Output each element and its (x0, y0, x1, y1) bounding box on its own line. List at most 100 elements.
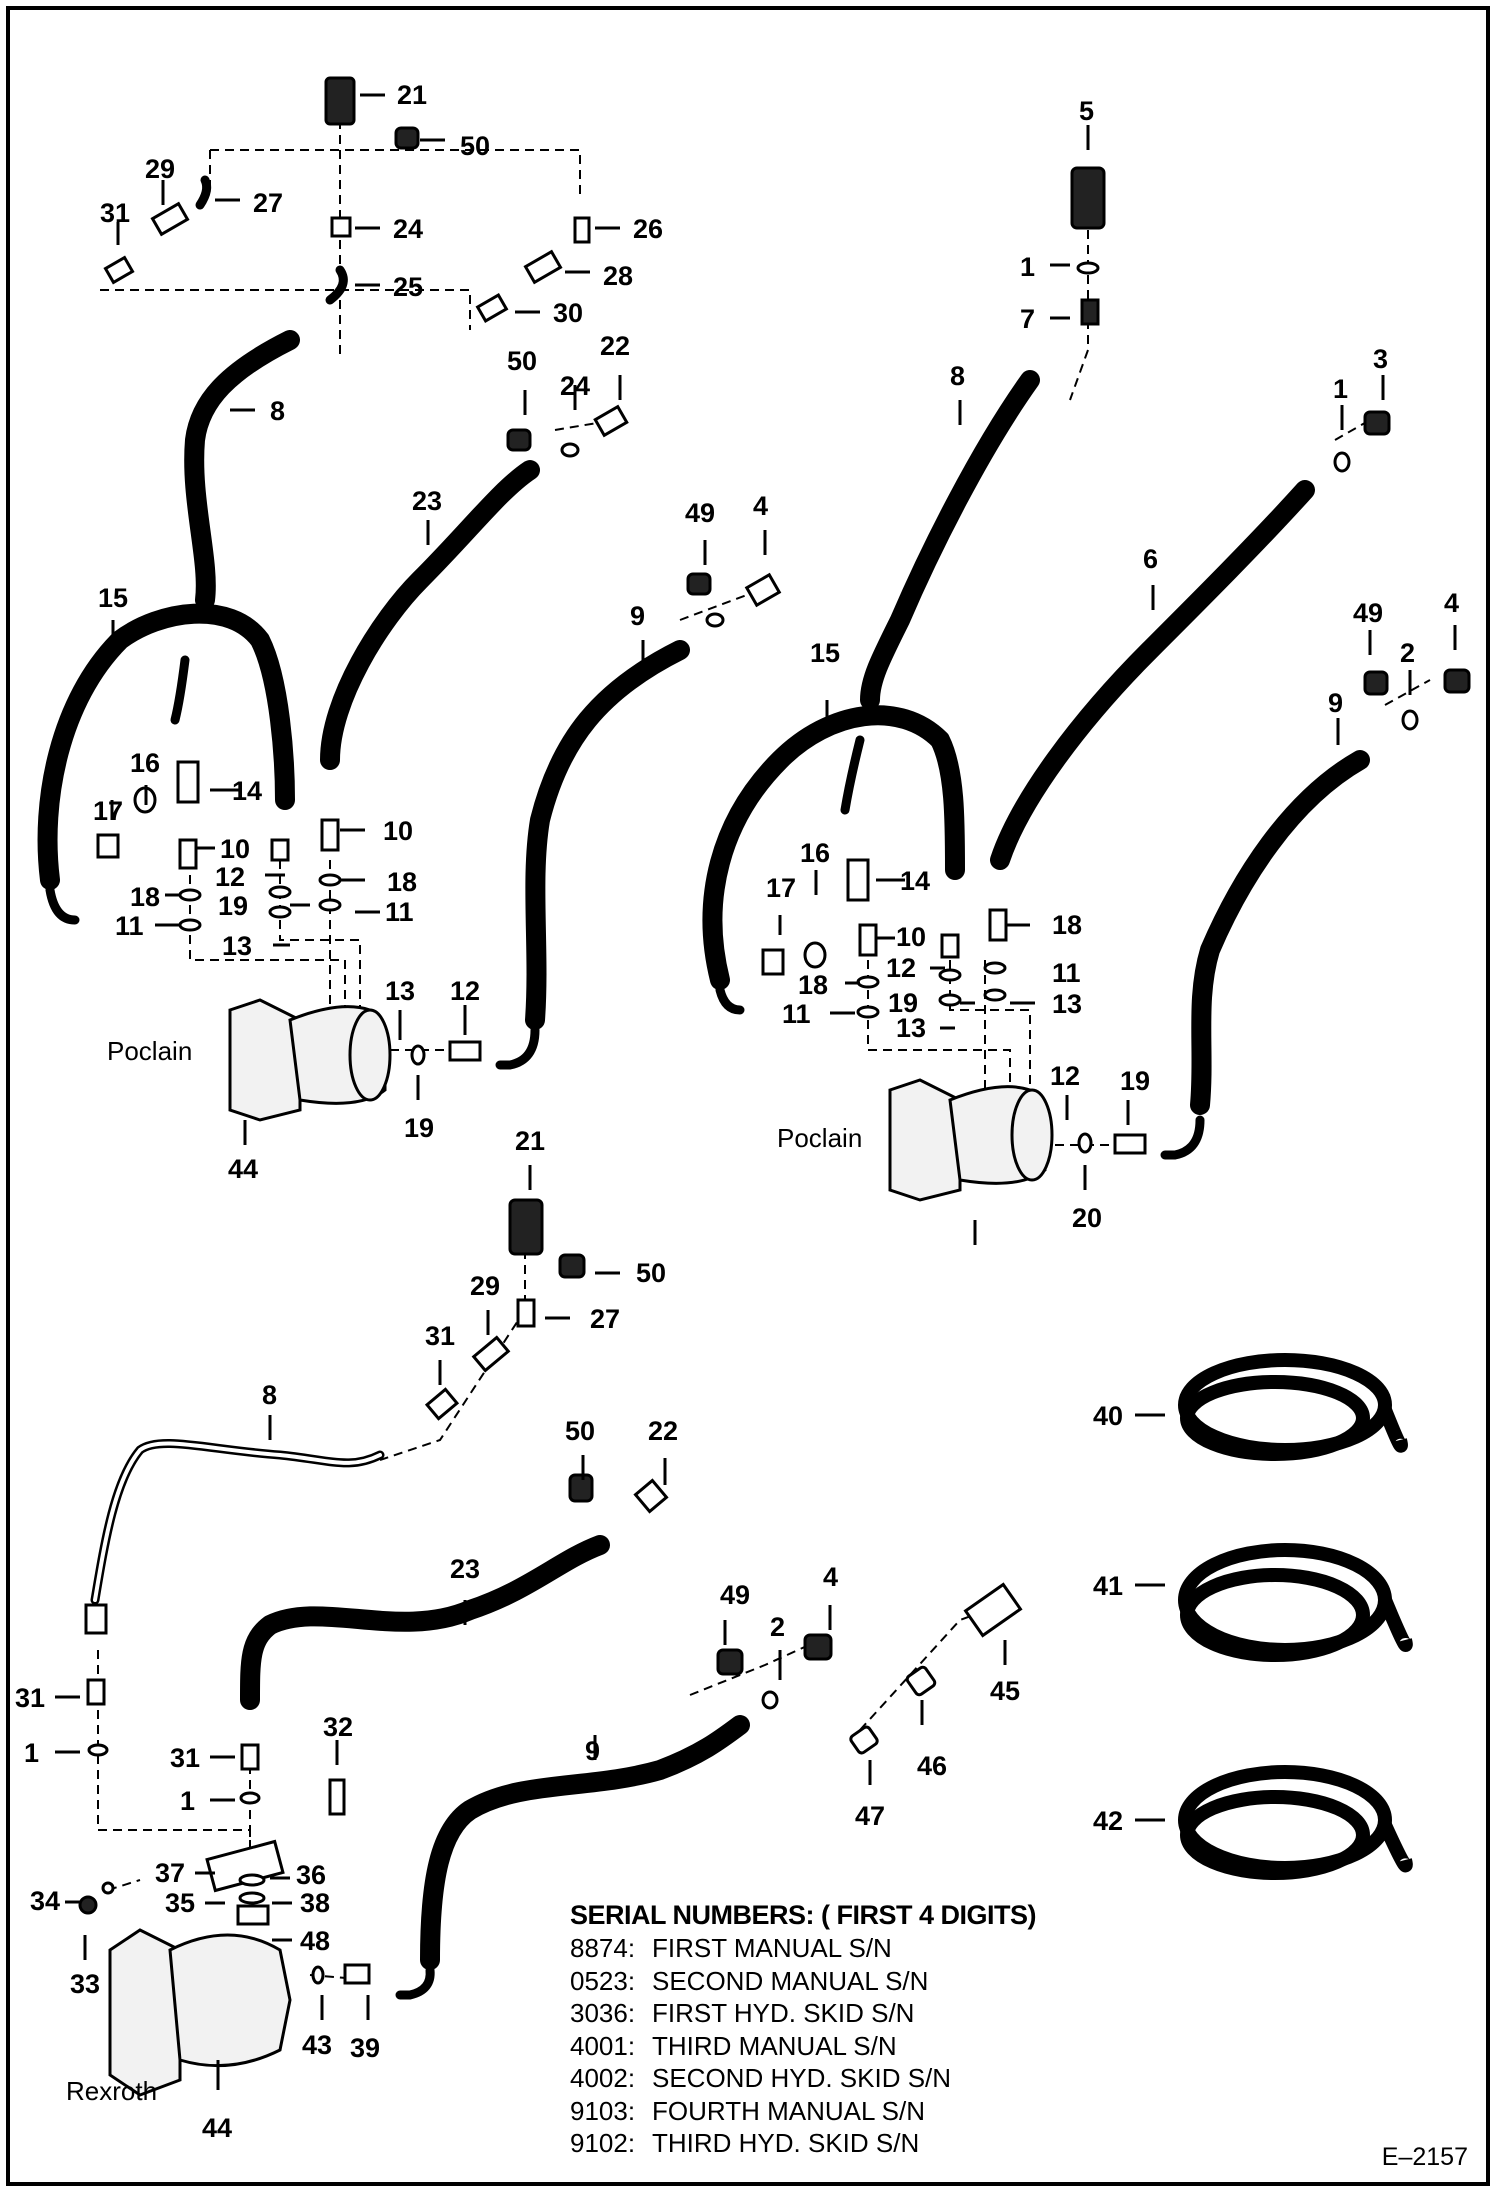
elbow-fitting (573, 216, 591, 244)
legend-row: 4002:SECOND HYD. SKID S/N (570, 2062, 1090, 2095)
callout: 46 (917, 1751, 947, 1781)
hose-15 (37, 603, 295, 890)
adapter-fitting (1113, 1133, 1147, 1155)
elbow-fitting (516, 1298, 536, 1328)
callout: 30 (553, 298, 583, 328)
callout: 12 (886, 953, 916, 983)
legend-row: 4001:THIRD MANUAL S/N (570, 2030, 1090, 2063)
o-ring (318, 873, 342, 887)
adapter-fitting (858, 923, 878, 957)
callout: 40 (1093, 1401, 1123, 1431)
o-ring (1333, 451, 1351, 473)
figure-code: E–2157 (1381, 2143, 1468, 2171)
callout: 23 (412, 486, 442, 516)
poclain-motor-flange (228, 998, 302, 1122)
o-ring (318, 898, 342, 912)
o-ring (705, 612, 725, 628)
callout: 12 (1050, 1061, 1080, 1091)
plug-fitting (803, 1633, 833, 1661)
legend-label: THIRD HYD. SKID S/N (652, 2128, 920, 2158)
hose-9 (1190, 750, 1370, 1115)
legend-row: 0523:SECOND MANUAL S/N (570, 1965, 1090, 1998)
adapter-fitting (240, 1743, 260, 1771)
rexroth-motor-body (168, 1933, 292, 2068)
coil-41 (1178, 1543, 1413, 1662)
legend-code: 9102: (570, 2128, 636, 2158)
callout: 20 (1072, 1203, 1102, 1233)
o-ring (268, 905, 292, 919)
coupler-fitting (1070, 166, 1106, 230)
callout: 38 (300, 1888, 330, 1918)
callout: 27 (253, 188, 283, 218)
adapter-fitting (523, 249, 563, 285)
callout: 41 (1093, 1571, 1123, 1601)
tee-fitting (846, 858, 870, 902)
callout: 34 (30, 1886, 60, 1916)
callout: 49 (1353, 598, 1383, 628)
legend-row: 3036:FIRST HYD. SKID S/N (570, 1997, 1090, 2030)
hose-9 (525, 640, 690, 1030)
adapter-fitting (448, 1040, 482, 1062)
callout: 21 (397, 80, 427, 110)
callout: 6 (1143, 544, 1158, 574)
legend-label: SECOND MANUAL S/N (652, 1965, 929, 1996)
poclain-motor-face (1010, 1088, 1054, 1182)
callout: 12 (450, 976, 480, 1006)
callout: 50 (507, 346, 537, 376)
connector-fitting (103, 255, 135, 285)
callout: 19 (888, 988, 918, 1018)
hose-9 (420, 1715, 750, 1970)
tee-fitting (176, 760, 200, 804)
o-ring (101, 1881, 115, 1895)
poclain-motor-flange (888, 1078, 962, 1202)
callout: 11 (1052, 958, 1081, 988)
callout: 31 (425, 1321, 455, 1351)
callout: 1 (1020, 252, 1035, 282)
callout: 47 (855, 1801, 885, 1831)
callout: 49 (685, 498, 715, 528)
callout: 21 (515, 1126, 545, 1156)
legend-code: 4001: (570, 2030, 636, 2061)
brand-label-top-left: Poclain (107, 1036, 192, 1066)
o-ring (761, 1690, 779, 1710)
cap-fitting (686, 572, 712, 596)
hose-23 (240, 1535, 610, 1710)
adapter-fitting (905, 1665, 937, 1697)
coil-42 (1178, 1765, 1413, 1880)
plug-fitting (633, 1478, 669, 1514)
top-left-assembly (37, 76, 782, 1145)
o-ring (238, 1873, 266, 1887)
adapter-fitting (988, 908, 1008, 942)
connector-fitting (475, 293, 509, 323)
legend-code: 9103: (570, 2095, 636, 2126)
callout: 8 (262, 1380, 277, 1410)
cap-fitting (803, 941, 827, 969)
callout: 13 (222, 931, 252, 961)
cap-fitting (506, 428, 532, 452)
callout: 1 (180, 1786, 195, 1816)
callout: 32 (323, 1712, 353, 1742)
o-ring (1076, 261, 1100, 275)
callout: 36 (296, 1860, 326, 1890)
callouts-top-right: 5 1 7 8 1 3 6 49 4 2 9 15 16 14 17 10 12… (766, 96, 1459, 1233)
rexroth-motor-flange (108, 1928, 182, 2097)
callout: 18 (798, 970, 828, 1000)
callout: 17 (93, 796, 123, 826)
callout: 13 (385, 976, 415, 1006)
callout: 50 (565, 1416, 595, 1446)
callout: 37 (155, 1858, 185, 1888)
o-ring (560, 442, 580, 458)
callout: 7 (1020, 304, 1035, 334)
callout: 16 (130, 748, 160, 778)
elbow-fitting (1080, 298, 1100, 326)
callout: 10 (896, 922, 926, 952)
adapter-fitting (471, 1335, 511, 1373)
adapter-fitting (940, 933, 960, 959)
callout: 16 (800, 838, 830, 868)
callout: 28 (603, 261, 633, 291)
hose-8 (184, 330, 300, 610)
coupler-fitting (324, 76, 356, 126)
legend-row: 9103:FOURTH MANUAL S/N (570, 2095, 1090, 2128)
plug-fitting (1443, 668, 1471, 694)
